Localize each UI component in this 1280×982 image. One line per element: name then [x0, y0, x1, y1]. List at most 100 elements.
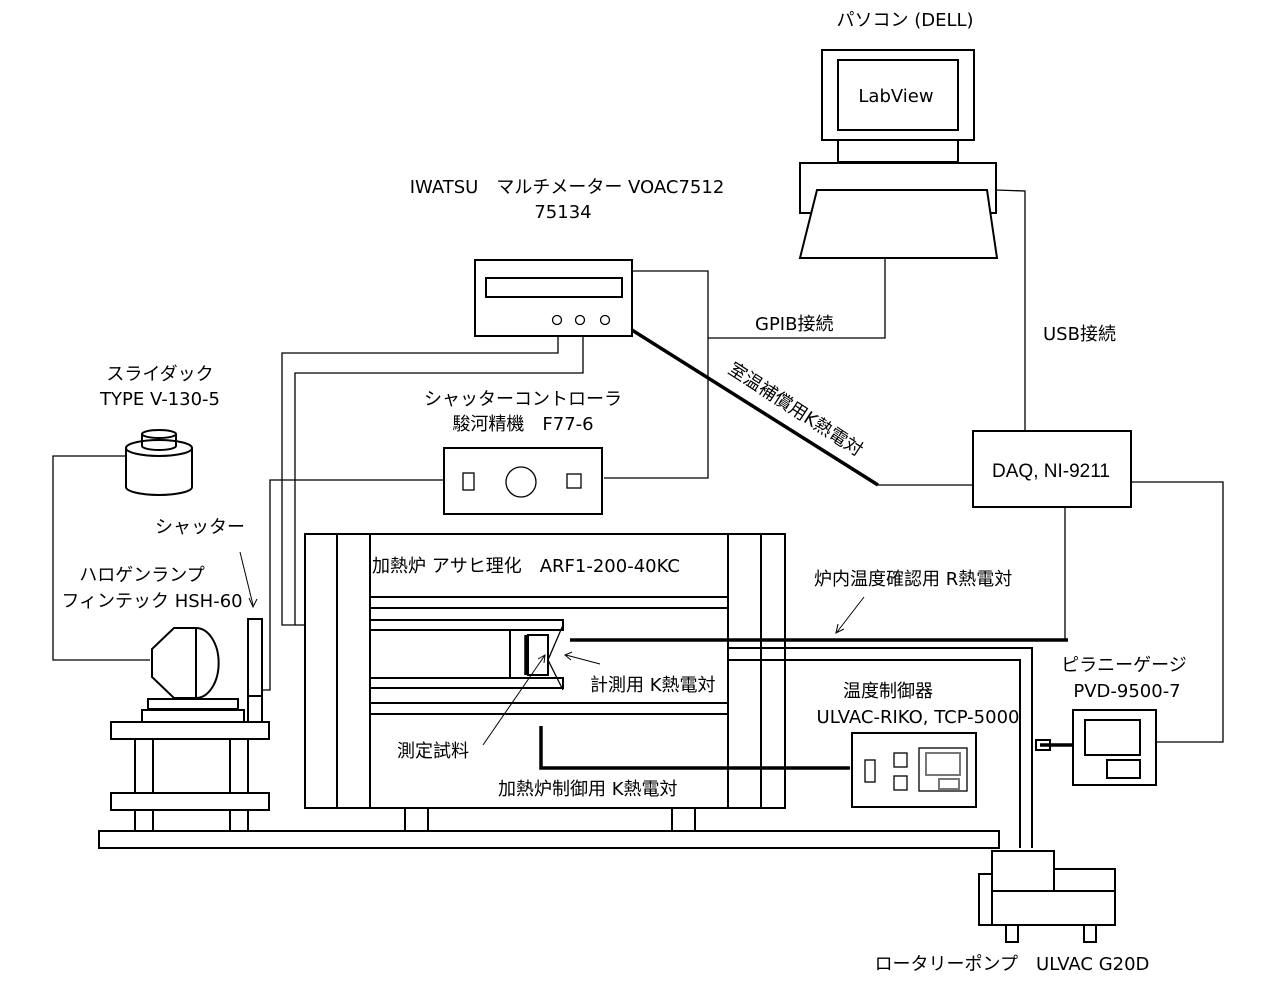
- temp-controller-title-line1: 温度制御器: [843, 681, 933, 702]
- halogen-lamp-title-line1: ハロゲンランプ: [79, 565, 204, 586]
- shutter-controller-body: [443, 447, 603, 515]
- sample-holder-bottom: [369, 677, 564, 689]
- halogen-lamp-head: [151, 627, 220, 699]
- multimeter-knob: [574, 314, 586, 326]
- rotary-pump-side: [978, 873, 993, 926]
- multimeter-knob: [551, 314, 563, 326]
- furnace-foot: [671, 807, 696, 832]
- pc-screen: [837, 59, 959, 131]
- measurement-tc-pointer-head: [564, 651, 573, 661]
- pirani-title-line1: ピラニーゲージ: [1061, 655, 1187, 676]
- multimeter-display: [485, 277, 623, 298]
- gpib-cable: [708, 258, 886, 339]
- internal-tc-pointer: [836, 596, 865, 633]
- rotary-pump-housing: [1053, 868, 1116, 892]
- daq-box: [972, 430, 1132, 508]
- sample-label: 測定試料: [397, 741, 469, 762]
- shutter-pointer-head: [248, 597, 258, 609]
- measurement-tc-pointer: [565, 654, 601, 665]
- measurement-tc-label: 計測用 K熱電対: [590, 675, 716, 696]
- furnace-tube-top: [369, 596, 729, 609]
- temp-controller-display: [925, 752, 961, 776]
- shutter-base: [247, 695, 263, 723]
- shutter-controller-button: [566, 473, 582, 489]
- pc-title: パソコン (DELL): [836, 10, 973, 31]
- pirani-title-line2: PVD-9500-7: [1073, 681, 1180, 702]
- room-temp-thermocouple: [631, 328, 879, 487]
- pc-monitor-stand: [837, 139, 959, 163]
- temp-controller-display-frame: [918, 747, 968, 792]
- halogen-lamp: ハロゲンランプ フィンテック HSH-60: [61, 565, 245, 723]
- temp-controller-switch: [864, 759, 876, 783]
- lamp-stand-leg: [134, 809, 154, 832]
- lamp-stand-shelf: [110, 792, 270, 811]
- rotary-pump-foot: [1005, 924, 1019, 943]
- shutter-controller-title-line2: 駿河精機 F77-6: [452, 414, 593, 435]
- pirani-display: [1084, 719, 1141, 756]
- multimeter-knob: [599, 314, 611, 326]
- multimeter-title-line2: 75134: [534, 202, 591, 223]
- sample: [527, 634, 549, 676]
- daq-label: DAQ, NI-9211: [992, 461, 1110, 482]
- temp-controller-subdisplay: [938, 778, 960, 790]
- vacuum-pipe-inner: [728, 659, 1021, 848]
- multimeter-shutter-controller-cable: [604, 270, 709, 479]
- shutter-label: シャッター: [155, 517, 245, 538]
- shutter: [247, 618, 263, 697]
- usb-label: USB接続: [1043, 324, 1116, 345]
- shutter-controller-dial: [505, 466, 537, 498]
- temperature-controller: 温度制御器 ULVAC-RIKO, TCP-5000: [817, 681, 1020, 808]
- daq-pirani-cable: [1131, 481, 1224, 743]
- rotary-pump: ロータリーポンプ ULVAC G20D: [875, 850, 1150, 975]
- shutter-controller-switch: [462, 472, 475, 491]
- furnace-foot: [404, 807, 429, 832]
- lamp-stand-leg: [229, 809, 249, 832]
- shutter-controller: シャッターコントローラ 駿河精機 F77-6: [424, 389, 622, 515]
- rotary-pump-motor: [991, 850, 1055, 892]
- temp-controller-body: [851, 732, 977, 808]
- control-thermocouple: [539, 726, 850, 770]
- slidac-lamp-cable: [52, 455, 150, 661]
- multimeter-measurement-cable-2: [294, 336, 584, 625]
- internal-tc-pointer-head: [835, 623, 845, 634]
- multimeter: IWATSU マルチメーター VOAC7512 75134: [410, 177, 725, 337]
- pirani-subdisplay: [1106, 759, 1141, 779]
- sample-holder-top: [369, 619, 564, 631]
- temp-controller-button: [893, 775, 908, 791]
- pc: パソコン (DELL) LabView: [798, 10, 999, 259]
- halogen-lamp-base-lower: [141, 709, 245, 723]
- temp-controller-title-line2: ULVAC-RIKO, TCP-5000: [817, 707, 1020, 728]
- shutter-controller-title-line1: シャッターコントローラ: [424, 389, 622, 410]
- shutter-pointer: [239, 551, 254, 606]
- internal-tc-label: 炉内温度確認用 R熱電対: [814, 569, 1012, 590]
- slidac-body: [125, 448, 193, 496]
- furnace-label: 加熱炉 アサヒ理化 ARF1-200-40KC: [372, 556, 680, 577]
- lamp-stand-leg: [134, 738, 154, 794]
- halogen-lamp-base: [147, 698, 239, 710]
- pc-screen-text: LabView: [858, 86, 933, 107]
- slidac-title-line2: TYPE V-130-5: [99, 389, 220, 410]
- halogen-lamp-title-line2: フィンテック HSH-60: [61, 591, 242, 612]
- slidac-title-line1: スライダック: [106, 364, 213, 385]
- gpib-label: GPIB接続: [755, 314, 833, 335]
- temp-controller-button: [893, 752, 908, 768]
- usb-cable: [995, 189, 1026, 430]
- rotary-pump-label: ロータリーポンプ ULVAC G20D: [875, 954, 1150, 975]
- control-tc-label: 加熱炉制御用 K熱電対: [498, 779, 678, 800]
- lamp-stand-leg: [229, 738, 249, 794]
- furnace-tube-bottom: [369, 702, 729, 715]
- daq: DAQ, NI-9211: [972, 430, 1132, 508]
- rotary-pump-foot: [1083, 924, 1097, 943]
- pc-keyboard: [798, 189, 999, 259]
- sample-pointer-head: [537, 654, 546, 664]
- vacuum-pipe-outer: [728, 647, 1033, 848]
- slidac: スライダック TYPE V-130-5: [99, 364, 220, 496]
- measurement-tc-wire: [547, 624, 564, 691]
- lamp-stand: [110, 721, 270, 832]
- shutter-controller-cable: [262, 479, 444, 691]
- furnace: 加熱炉 アサヒ理化 ARF1-200-40KC 加熱炉制御用 K熱電対 測定試料…: [304, 533, 850, 809]
- multimeter-title-line1: IWATSU マルチメーター VOAC7512: [410, 177, 725, 198]
- base-table: [98, 830, 1000, 849]
- slidac-knob: [141, 434, 177, 451]
